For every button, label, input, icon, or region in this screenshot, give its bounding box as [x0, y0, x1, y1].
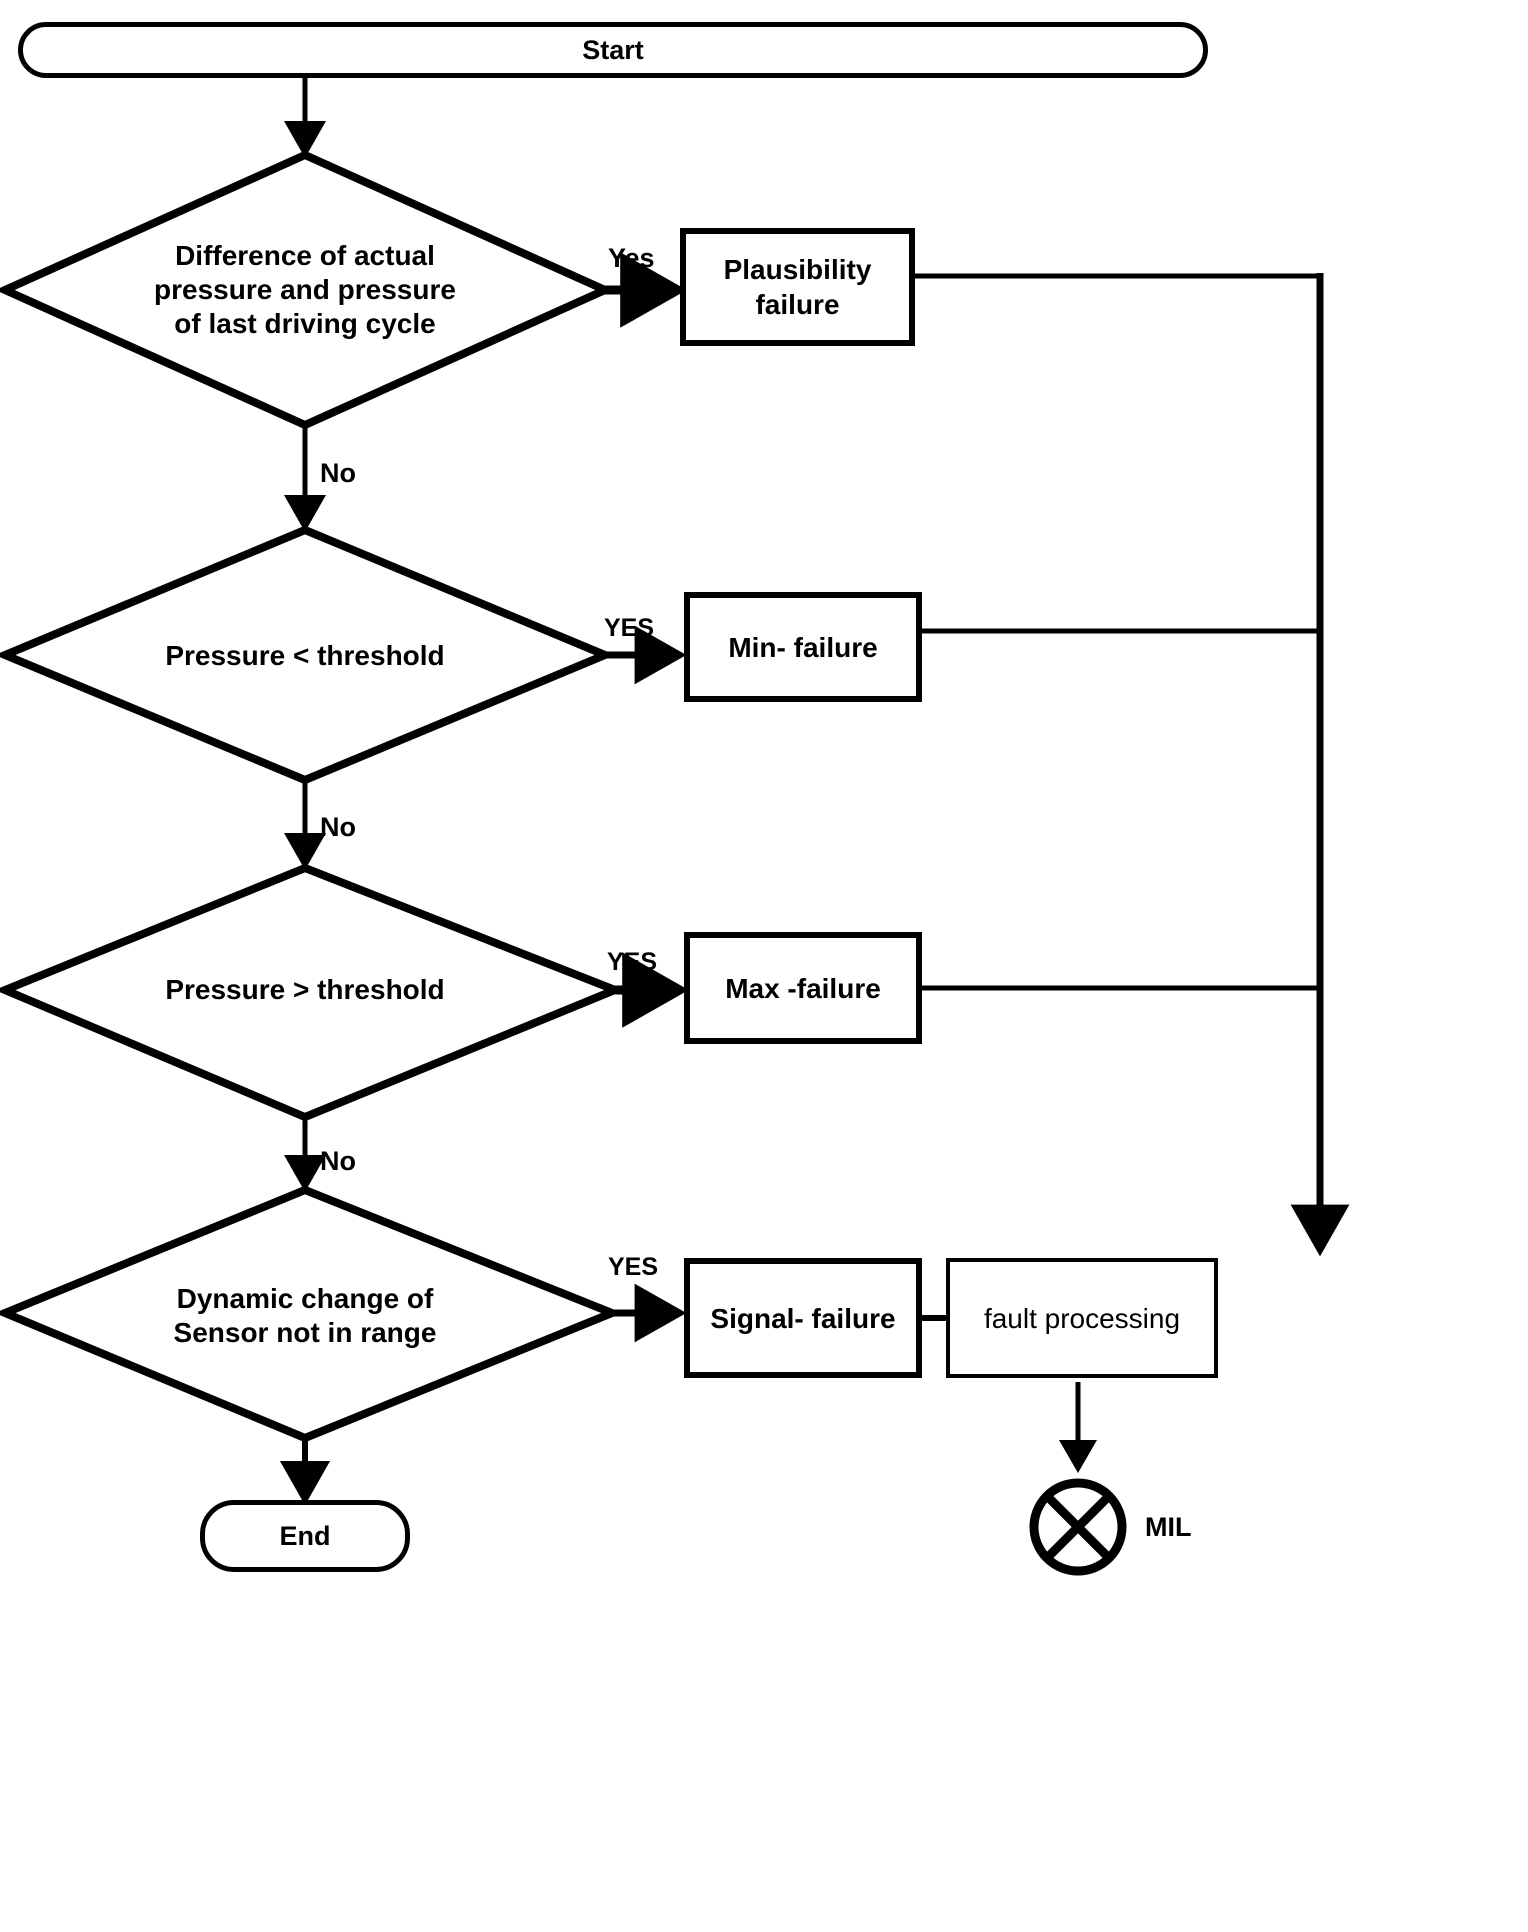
node-max-failure[interactable]: Max -failure — [684, 932, 922, 1044]
edge-label-yes-signal: YES — [608, 1253, 658, 1282]
decision-min-shape — [0, 525, 616, 785]
edge-label-no-max-text: No — [320, 1146, 356, 1176]
edge-label-yes-max-text: YES — [607, 948, 658, 976]
mil-lamp-icon — [1029, 1478, 1127, 1576]
edge-label-no-plausibility-text: No — [320, 458, 356, 488]
node-signal-failure[interactable]: Signal- failure — [684, 1258, 922, 1378]
node-fault-processing-label: fault processing — [983, 1302, 1181, 1334]
edge-label-yes-max: YES — [607, 948, 657, 977]
edge-label-no-min: No — [320, 812, 356, 843]
node-max-failure-label: Max -failure — [725, 972, 881, 1004]
node-min-failure-label: Min- failure — [728, 631, 878, 663]
node-end-label: End — [279, 1520, 331, 1551]
edge-label-no-plausibility: No — [320, 458, 356, 489]
decision-signal-shape — [0, 1185, 623, 1443]
node-end[interactable]: End — [200, 1500, 410, 1572]
node-plausibility-failure[interactable]: Plausibility failure — [680, 228, 915, 346]
mil-text: MIL — [1145, 1512, 1192, 1542]
node-plausibility-failure-label: Plausibility failure — [723, 254, 872, 320]
decision-plausibility-shape — [0, 150, 615, 430]
node-start[interactable]: Start — [18, 22, 1208, 78]
edge-label-no-min-text: No — [320, 812, 356, 842]
edge-label-yes-plausibility: Yes — [608, 243, 655, 274]
edge-label-yes-min: YES — [604, 614, 654, 643]
node-fault-processing[interactable]: fault processing — [946, 1258, 1218, 1378]
edge-label-no-max: No — [320, 1146, 356, 1177]
decision-max-shape — [0, 863, 626, 1122]
node-mil-label: MIL — [1145, 1512, 1192, 1543]
edge-label-yes-min-text: YES — [604, 614, 655, 642]
node-min-failure[interactable]: Min- failure — [684, 592, 922, 702]
edge-label-yes-plausibility-text: Yes — [608, 243, 655, 273]
node-signal-failure-label: Signal- failure — [710, 1302, 896, 1334]
edge-label-yes-signal-text: YES — [608, 1253, 659, 1281]
node-start-label: Start — [582, 34, 644, 65]
